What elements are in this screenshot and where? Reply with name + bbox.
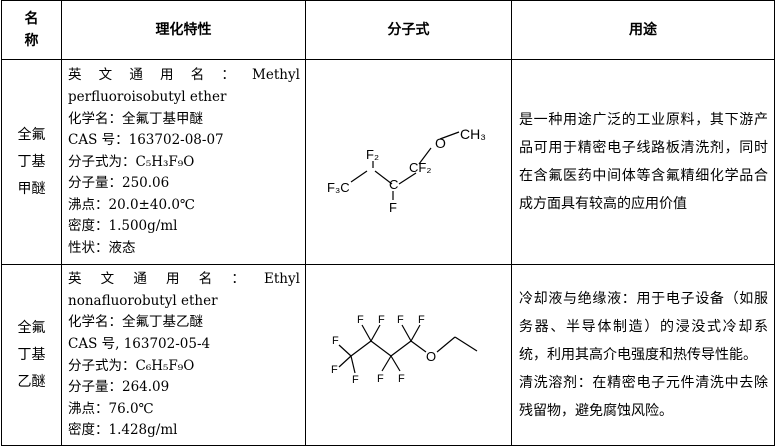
table-row: 全氟 丁基 甲醚 英 文 通 用 名 ： Methyl perfluoroiso…: [1, 59, 775, 265]
label-char: 通: [133, 271, 147, 288]
english-name-line: 英 文 通 用 名 ： Methyl: [68, 65, 300, 87]
cf2-label: CF₂: [409, 160, 431, 175]
density: 密度：1.428g/ml: [68, 422, 178, 439]
header-properties: 理化特性: [61, 0, 306, 60]
properties-cell: 英 文 通 用 名 ： Ethyl nonafluorobutyl ether …: [61, 264, 306, 446]
label-char: 文: [98, 67, 113, 84]
english-name-line: 英 文 通 用 名 ： Ethyl: [68, 269, 300, 291]
oxygen-label: O: [426, 349, 436, 364]
compound-name-cell: 全氟 丁基 甲醚: [1, 59, 62, 265]
label-char: 文: [100, 271, 115, 288]
fluorine-label: F: [331, 364, 338, 376]
usage-text: 冷却液与绝缘液：用于电子设备（如服务器、半导体制造）的浸没式冷却系统，利用其高介…: [519, 291, 768, 363]
fluorine-label: F: [332, 335, 339, 347]
ethyl-ether-structure: F F F F F F F F F O: [331, 314, 477, 386]
methyl-ether-structure: O CH₃ F₂ F₃C C CF₂ F: [327, 126, 486, 215]
compound-name-line: 丁基: [17, 346, 46, 363]
fluorine-label: F: [357, 314, 364, 326]
molecular-formula: 分子式为：C₅H₃F₉O: [68, 153, 195, 170]
header-name-char: 名: [24, 11, 39, 27]
compound-name-line: 丁基: [17, 153, 46, 170]
boiling-point: 沸点：20.0±40.0℃: [68, 196, 196, 213]
compound-name-cell: 全氟 丁基 乙醚: [1, 264, 62, 446]
label-char: ：: [231, 271, 245, 288]
fluorine-label: F: [397, 314, 404, 326]
english-name-first: Ethyl: [264, 271, 300, 288]
compound-name-line: 全氟: [17, 126, 46, 143]
header-row: 名 称 理化特性 分子式 用途: [1, 0, 775, 60]
header-name: 名 称: [1, 0, 62, 60]
boiling-point: 沸点：76.0℃: [68, 400, 154, 417]
carbon-label: C: [389, 177, 398, 192]
fluorine-label: F: [418, 314, 425, 326]
label-char: 名: [198, 271, 213, 288]
english-name-rest: perfluoroisobutyl ether: [68, 88, 227, 105]
molecular-formula: 分子式为：C₆H₅F₉O: [68, 357, 195, 374]
fluorine-label: F: [377, 373, 384, 385]
cf3-label: F₃C: [327, 180, 350, 195]
header-formula: 分子式: [305, 0, 512, 60]
label-char: 通: [129, 67, 143, 84]
usage-cell: 是一种用途广泛的工业原料，其下游产品可用于精密电子线路板清洗剂，同时在含氟医药中…: [511, 59, 775, 265]
fluorine-label: F: [378, 314, 385, 326]
density: 密度：1.500g/ml: [68, 218, 178, 235]
structure-cell: O CH₃ F₂ F₃C C CF₂ F: [305, 59, 512, 265]
compound-name-line: 全氟: [17, 319, 46, 336]
chemical-name: 化学名：全氟丁基乙醚: [68, 314, 203, 331]
compound-name-line: 乙醚: [17, 373, 46, 390]
oxygen-label: O: [435, 135, 446, 151]
label-char: 用: [160, 67, 174, 84]
structure-cell: F F F F F F F F F O: [305, 264, 512, 446]
usage-text: 是一种用途广泛的工业原料，其下游产品可用于精密电子线路板清洗剂，同时在含氟医药中…: [519, 112, 768, 212]
english-name-first: Methyl: [252, 67, 300, 84]
label-char: 英: [68, 271, 82, 288]
fluorine-label: F: [398, 373, 405, 385]
table-row: 全氟 丁基 乙醚 英 文 通 用 名 ： Ethyl nonafluorobut…: [1, 264, 775, 446]
label-char: 用: [166, 271, 180, 288]
properties-cell: 英 文 通 用 名 ： Methyl perfluoroisobutyl eth…: [61, 59, 306, 265]
cf2-label: F₂: [366, 147, 379, 162]
label-char: 名: [190, 67, 205, 84]
appearance: 性状：液态: [68, 240, 136, 257]
english-name-rest: nonafluorobutyl ether: [68, 292, 218, 309]
methyl-label: CH₃: [460, 126, 486, 142]
fluorine-labels: F F F F F F F F F: [331, 314, 425, 386]
fluorine-label: F: [389, 200, 397, 215]
cas-number: CAS 号：163702-08-07: [68, 132, 224, 149]
molecular-weight: 分子量：264.09: [68, 379, 170, 396]
chemical-name: 化学名：全氟丁基甲醚: [68, 110, 203, 127]
compound-name-line: 甲醚: [17, 180, 46, 197]
header-usage: 用途: [511, 0, 775, 60]
header-name-char: 称: [24, 33, 39, 49]
usage-cell: 冷却液与绝缘液：用于电子设备（如服务器、半导体制造）的浸没式冷却系统，利用其高介…: [511, 264, 775, 446]
label-char: ：: [221, 67, 235, 84]
label-char: 英: [68, 67, 82, 84]
molecular-weight: 分子量：250.06: [68, 175, 170, 192]
usage-text: 清洗溶剂：在精密电子元件清洗中去除残留物，避免腐蚀风险。: [519, 375, 768, 419]
cas-number: CAS 号, 163702-05-4: [68, 335, 211, 352]
fluorine-label: F: [352, 374, 359, 386]
